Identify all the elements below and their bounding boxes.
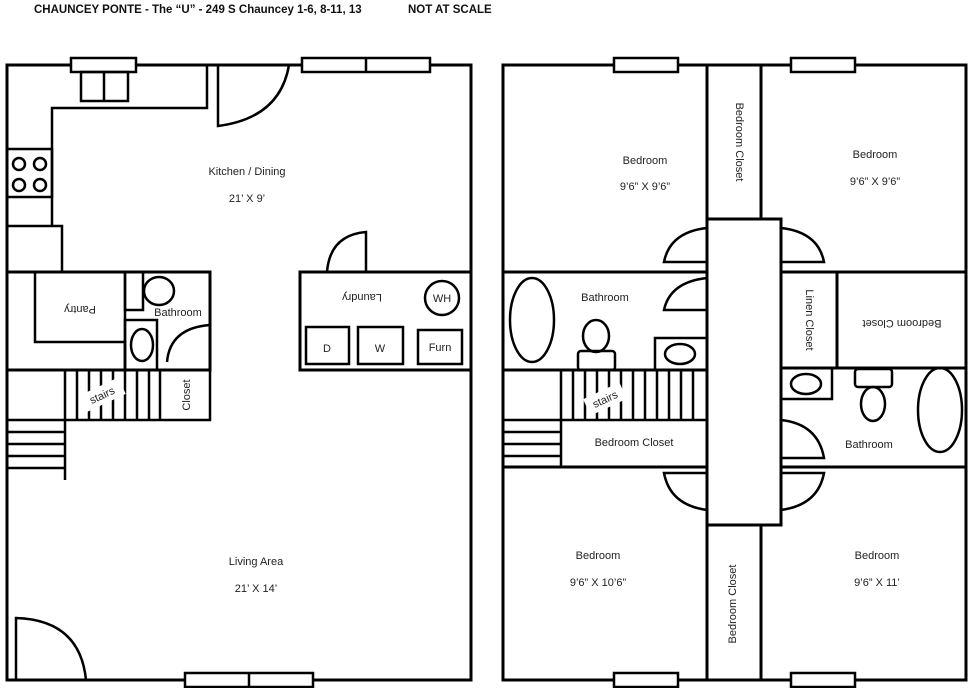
washer [356, 325, 405, 366]
sink-icon [663, 342, 697, 366]
closet-bottom [705, 523, 763, 682]
dryer [304, 325, 351, 366]
door-icon [325, 230, 368, 273]
dryer-label: D [323, 343, 331, 355]
bedroom-sw-label: Bedroom [576, 550, 621, 562]
water-heater-label: WH [433, 293, 451, 305]
kitchen-size: 21’ X 9’ [229, 193, 265, 205]
laundry-label: Laundry [342, 291, 382, 303]
closet-top-label: Bedroom Closet [733, 103, 745, 182]
toilet-icon [581, 318, 611, 354]
laundry-room [298, 270, 473, 372]
toilet-icon [859, 385, 887, 423]
scale-note: NOT AT SCALE [408, 4, 492, 16]
plan-title: CHAUNCEY PONTE - The “U” - 249 S Chaunce… [34, 4, 362, 16]
living-label: Living Area [229, 556, 284, 568]
closet-mid-right-label: Bedroom Closet [863, 317, 942, 329]
bathroom-right-label: Bathroom [845, 439, 893, 451]
hallway [705, 217, 783, 527]
closet-bottom-label: Bedroom Closet [727, 565, 739, 644]
window [612, 56, 680, 74]
bedroom-sw-size: 9’6” X 10’6” [570, 577, 627, 589]
door-icon [216, 64, 291, 128]
pantry-label: Pantry [64, 303, 96, 315]
kitchen-counter [50, 65, 209, 226]
bedroom-ne-size: 9’6” X 9’6” [850, 176, 900, 188]
first-floor-plan: Kitchen / Dining 21’ X 9’ Living Area 21… [5, 56, 473, 688]
bedroom-nw-size: 9’6” X 9’6” [620, 181, 670, 193]
water-heater [423, 279, 461, 317]
linen-closet-label: Linen Closet [803, 289, 815, 350]
closet-label: Closet [181, 379, 193, 410]
second-floor-plan: Bedroom 9’6” X 9’6” Bedroom 9’6” X 9’6” … [501, 56, 968, 688]
window [789, 56, 857, 74]
door-icon [14, 616, 88, 681]
furnace-label: Furn [429, 342, 452, 354]
door-icon [165, 323, 211, 363]
living-size: 21’ X 14’ [235, 583, 277, 595]
bedroom-se-label: Bedroom [855, 550, 900, 562]
closet-mid-left-label: Bedroom Closet [595, 437, 674, 449]
window [69, 56, 138, 74]
bathtub-icon [916, 366, 964, 454]
bathroom-left-label: Bathroom [581, 292, 629, 304]
toilet-icon [142, 275, 176, 307]
pantry-bath-block [5, 270, 212, 372]
sink-icon [789, 372, 823, 396]
window [612, 671, 680, 688]
bathroom-label: Bathroom [154, 307, 202, 319]
window [789, 671, 857, 688]
bedroom-nw-label: Bedroom [623, 155, 668, 167]
stove-icon [5, 147, 54, 199]
fridge [5, 224, 64, 274]
pantry [33, 272, 127, 370]
stairs [5, 368, 212, 422]
washer-label: W [375, 343, 386, 355]
bedroom-se-size: 9’6” X 11’ [854, 577, 900, 589]
bathtub-icon [508, 276, 556, 364]
door-icons [662, 226, 826, 512]
furnace [416, 328, 464, 366]
sink-icon [129, 327, 155, 363]
kitchen-label: Kitchen / Dining [208, 166, 285, 178]
bedroom-ne-label: Bedroom [853, 149, 898, 161]
